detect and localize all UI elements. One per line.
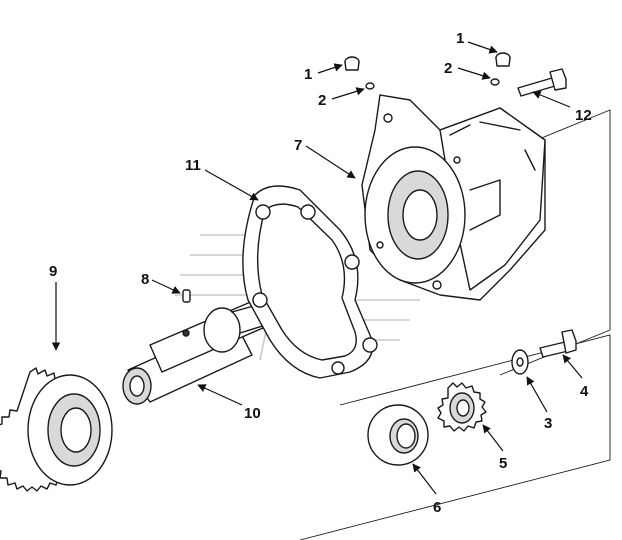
callout-10: 10 (244, 405, 261, 422)
pinion-gear-part-5 (437, 382, 487, 432)
callout-9: 9 (49, 263, 57, 280)
washer-part-3 (511, 349, 529, 375)
gear-part-9 (0, 367, 113, 492)
callout-1-left: 1 (304, 66, 312, 83)
callout-8: 8 (141, 271, 149, 288)
gasket-part-11 (242, 185, 378, 379)
callout-2-right: 2 (444, 60, 452, 77)
housing-part-7 (361, 94, 546, 301)
callout-11: 11 (185, 157, 201, 174)
callout-3: 3 (544, 415, 552, 432)
callout-labels: 1 2 1 2 12 7 11 8 9 10 4 3 5 6 (49, 30, 592, 516)
bolt-part-12 (517, 68, 567, 97)
dowel-pin-part-8 (182, 289, 191, 303)
o-ring-part-2-left (365, 82, 375, 90)
shaft-part-10 (122, 297, 283, 405)
leader-lines (51, 41, 583, 495)
callout-12: 12 (575, 107, 592, 124)
callout-6: 6 (433, 499, 441, 516)
bolt-part-4 (539, 329, 577, 358)
callout-1-right: 1 (456, 30, 464, 47)
thrust-washer-part-6 (367, 404, 429, 466)
screw-part-1-right (495, 52, 511, 67)
callout-7: 7 (294, 137, 302, 154)
screw-part-1-left (344, 56, 360, 71)
o-ring-part-2-right (490, 78, 500, 86)
callout-5: 5 (499, 455, 507, 472)
callout-2-left: 2 (318, 92, 326, 109)
callout-4: 4 (580, 383, 589, 400)
